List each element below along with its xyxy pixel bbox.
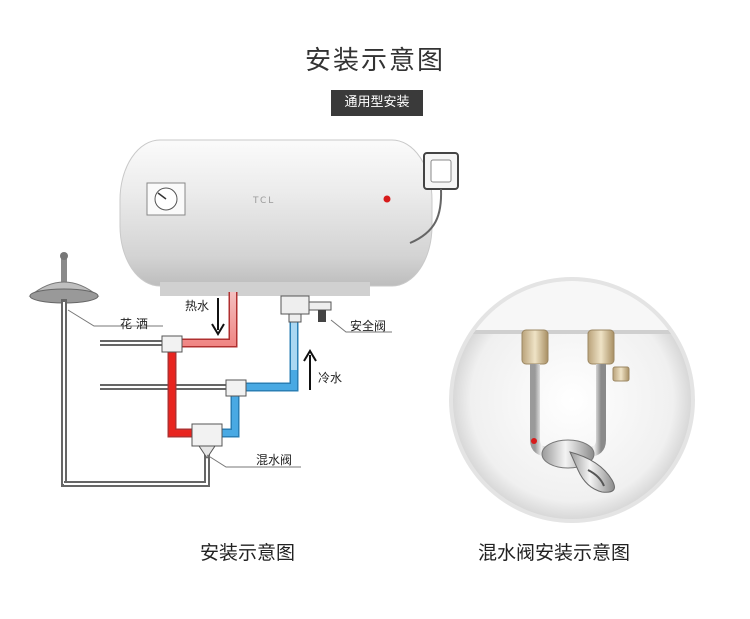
caption-mixing-valve: 混水阀安装示意图	[478, 542, 631, 564]
safety-valve	[280, 295, 332, 323]
mixing-valve	[191, 423, 223, 459]
cold-tee-fitting	[225, 379, 247, 397]
indicator-light-icon	[383, 195, 391, 203]
water-heater-tank	[119, 139, 433, 296]
power-cord	[409, 188, 443, 244]
thermometer-dial-icon	[146, 182, 186, 216]
hot-tee-fitting	[161, 335, 183, 353]
shower-label: 花 洒	[120, 317, 148, 331]
shower-head-icon	[28, 252, 100, 304]
mixing-valve-label: 混水阀	[256, 453, 293, 467]
mixing-valve-photo	[449, 277, 695, 523]
install-type-badge: 通用型安装	[331, 90, 423, 116]
hot-water-label: 热水	[185, 299, 210, 313]
caption-installation: 安装示意图	[200, 542, 296, 564]
page-title: 安装示意图	[304, 46, 445, 76]
brand-logo: TCL	[252, 196, 275, 206]
power-plug-icon	[423, 152, 459, 190]
cold-water-label: 冷水	[318, 371, 343, 385]
leader-lines	[67, 309, 392, 468]
arrow-down-icon	[211, 298, 225, 336]
safety-valve-label: 安全阀	[350, 319, 387, 333]
arrow-up-icon	[303, 349, 317, 390]
